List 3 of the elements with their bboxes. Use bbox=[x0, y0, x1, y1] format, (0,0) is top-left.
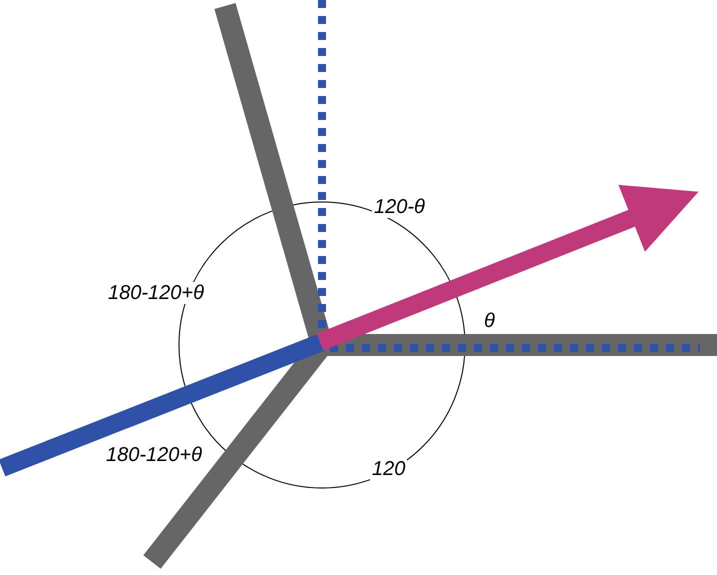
angle-label: 120-θ bbox=[372, 196, 427, 218]
angle-label: 180-120+θ bbox=[106, 282, 206, 304]
angle-label: 120 bbox=[370, 458, 408, 480]
